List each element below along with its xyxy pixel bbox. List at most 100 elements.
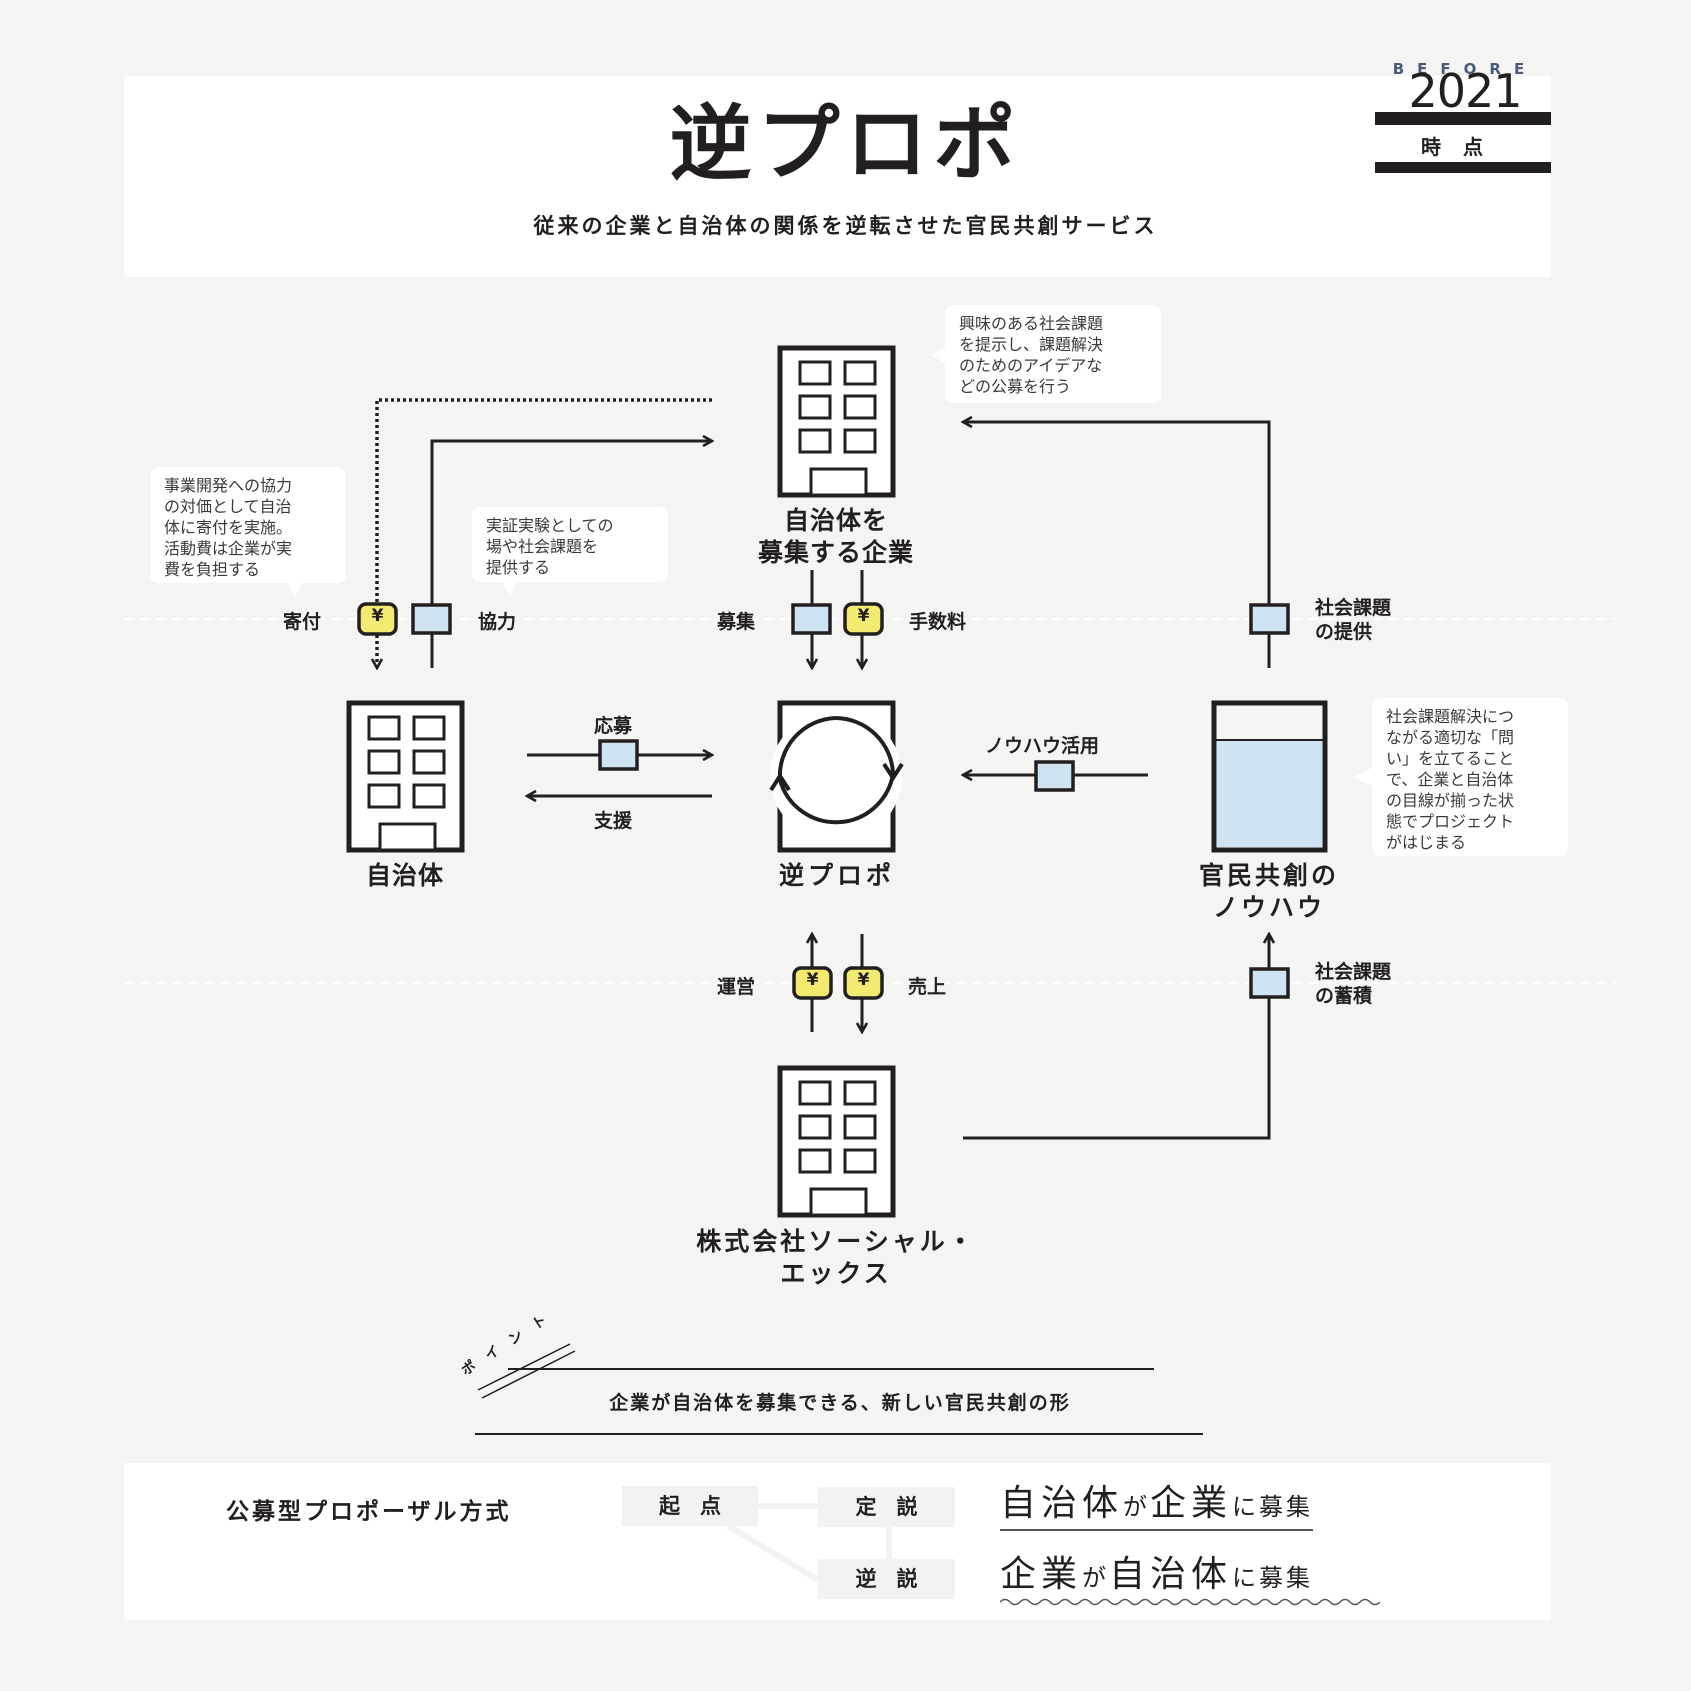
donation-yen-icon: ¥ [371, 606, 384, 626]
operation-money-box [792, 966, 833, 1000]
donation-label: 寄付 [283, 611, 322, 633]
platform-cycle-icon [769, 700, 904, 853]
orthodox-chip: 定説 [818, 1487, 955, 1527]
callout-line: がはじまる [1386, 833, 1467, 852]
page-subtitle: 従来の企業と自治体の関係を逆転させた官民共創サービス [533, 214, 1158, 238]
callout-line: ながる適切な「問 [1386, 728, 1515, 747]
knowhow-note-callout: 社会課題解決につ ながる適切な「問 い」を立てること で、企業と自治体 の目線が… [1352, 698, 1568, 856]
accumulate-issues-label-line2: の蓄積 [1315, 985, 1373, 1007]
point-text: 企業が自治体を募集できる、新しい官民共創の形 [609, 1392, 1071, 1414]
socialx-label: 株式会社ソーシャル・ エックス [656, 1226, 1016, 1290]
callout-line: を提示し、課題解決 [959, 335, 1104, 354]
knowhow-container-icon [1211, 700, 1328, 853]
reverse-result-p2: に募集 [1232, 1564, 1314, 1592]
callout-line: で、企業と自治体 [1386, 770, 1514, 789]
cooperation-info-box [411, 603, 452, 635]
company-label: 自治体を 募集する企業 [686, 505, 986, 569]
callout-tail [931, 347, 945, 363]
callout-line: 活動費は企業が実 [164, 539, 293, 558]
provide-issues-label-line2: の提供 [1315, 621, 1373, 643]
point-tag-line-1 [477, 1343, 571, 1391]
badge-year: 2021 [1408, 64, 1522, 118]
company-note-callout: 興味のある社会課題 を提示し、課題解決 のためのアイデアな どの公募を行う [931, 305, 1161, 403]
connector-origin-reverse [726, 1523, 820, 1583]
orthodox-result-p2: に募集 [1232, 1493, 1314, 1521]
callout-line: 社会課題解決につ [1386, 707, 1515, 726]
municipality-label: 自治体 [365, 861, 444, 890]
municipality-building-icon [346, 700, 465, 853]
knowhow-label: 官民共創の ノウハウ [1119, 860, 1419, 924]
fee-money-box [843, 602, 884, 636]
apply-info-box [598, 739, 639, 771]
accumulate-issues-label: 社会課題 の蓄積 [1315, 960, 1391, 1008]
recruit-label: 募集 [717, 611, 756, 633]
reverse-result: 企業が自治体に募集 [1000, 1553, 1313, 1600]
knowhow-label-line1: 官民共創の [1198, 861, 1339, 890]
orthodox-result: 自治体が企業に募集 [1000, 1482, 1314, 1531]
reverse-result-b: 自治体 [1109, 1554, 1233, 1595]
callout-line: 費を負担する [164, 560, 261, 579]
callout-line: 場や社会課題を [486, 537, 599, 556]
socialx-label-line1: 株式会社ソーシャル・ [696, 1227, 976, 1256]
knowhow-label-line2: ノウハウ [1212, 893, 1325, 922]
provide-issues-route [963, 422, 1271, 668]
reverse-result-p1: が [1082, 1564, 1110, 1592]
callout-line: どの公募を行う [959, 377, 1072, 396]
callout-line: の対価として自治 [164, 497, 292, 516]
callout-line: 態でプロジェクト [1386, 812, 1515, 831]
recruit-info-box [791, 603, 832, 635]
callout-line: 実証実験としての [486, 516, 614, 535]
provide-issues-info-box [1249, 603, 1290, 635]
cooperation-route [430, 441, 712, 668]
reverse-chip: 逆説 [818, 1559, 955, 1599]
wavy-underline [1000, 1598, 1380, 1606]
accumulate-issues-route [963, 934, 1269, 1140]
badge-before: BEFORE [1392, 60, 1538, 78]
sales-label: 売上 [908, 976, 947, 998]
orthodox-result-p1: が [1123, 1493, 1151, 1521]
point-tag-line-2 [481, 1350, 576, 1399]
callout-line: のためのアイデアな [959, 356, 1103, 375]
platform-label: 逆プロポ [778, 861, 895, 890]
sales-yen-icon: ¥ [857, 970, 870, 990]
company-label-line1: 自治体を [783, 506, 888, 535]
callout-line: い」を立てること [1386, 749, 1515, 768]
page-title: 逆プロポ [669, 97, 1022, 192]
method-label: 公募型プロポーザル方式 [226, 1499, 512, 1525]
donation-money-box [357, 602, 398, 636]
socialx-building-icon [777, 1065, 896, 1218]
header-panel [124, 76, 1551, 277]
fee-label: 手数料 [909, 611, 967, 633]
reverse-result-a: 企業 [1000, 1554, 1083, 1595]
accumulate-issues-label-line1: 社会課題 [1315, 961, 1392, 983]
badge-bar-top [1375, 112, 1551, 125]
badge-label: 時点 [1421, 135, 1505, 159]
provide-issues-label-line1: 社会課題 [1315, 597, 1392, 619]
donation-note-callout: 事業開発への協力 の対価として自治 体に寄付を実施。 活動費は企業が実 費を負担… [150, 467, 346, 597]
badge-bar-bottom [1375, 162, 1551, 173]
provide-issues-label: 社会課題 の提供 [1315, 596, 1391, 644]
callout-line: の目線が揃った状 [1386, 791, 1515, 810]
cooperation-note-callout: 実証実験としての 場や社会課題を 提供する [472, 507, 668, 596]
callout-tail [287, 583, 303, 597]
callout-tail [1352, 768, 1372, 786]
sales-money-box [843, 966, 884, 1000]
callout-line: 事業開発への協力 [164, 476, 293, 495]
support-label: 支援 [594, 810, 633, 832]
socialx-label-line2: エックス [780, 1259, 892, 1288]
callout-line: 提供する [486, 558, 551, 577]
cooperation-label: 協力 [478, 611, 517, 633]
fee-yen-icon: ¥ [857, 606, 870, 626]
company-label-line2: 募集する企業 [757, 538, 914, 567]
accumulate-issues-info-box [1249, 967, 1290, 999]
orthodox-result-a: 自治体 [1000, 1483, 1124, 1524]
callout-line: 体に寄付を実施。 [164, 518, 293, 537]
apply-label: 応募 [594, 715, 633, 737]
callout-tail [502, 582, 518, 596]
orthodox-result-b: 企業 [1150, 1483, 1233, 1524]
operation-label: 運営 [717, 976, 756, 998]
origin-chip: 起点 [622, 1486, 758, 1526]
company-building-icon [777, 345, 896, 498]
